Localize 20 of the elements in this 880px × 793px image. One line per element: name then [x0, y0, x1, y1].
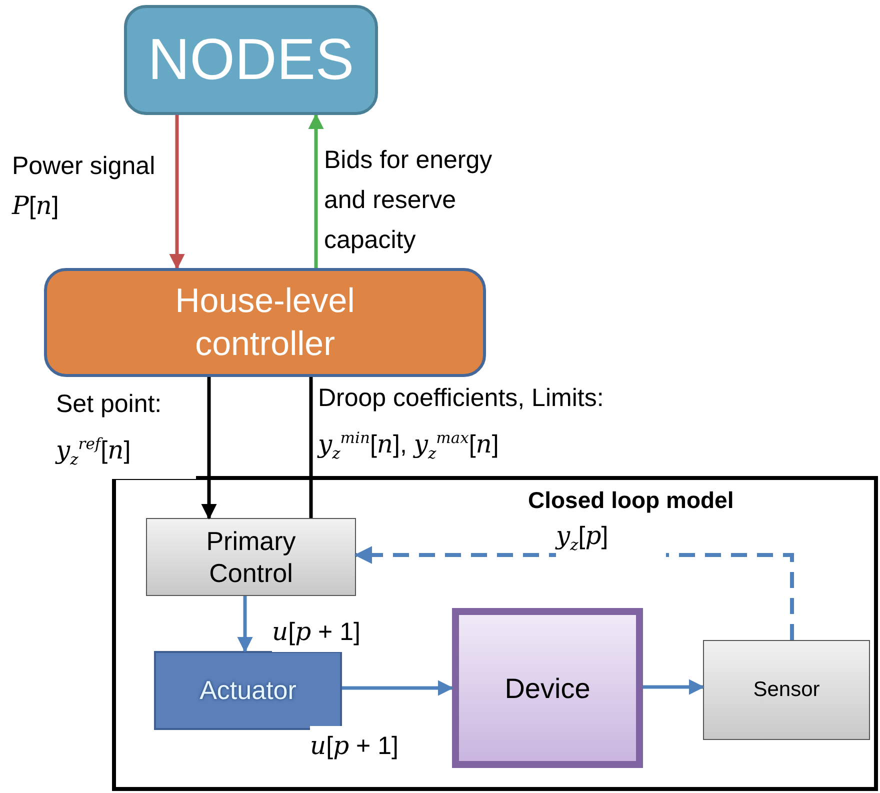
arrow	[308, 113, 324, 268]
box-label: Primary Control	[205, 524, 297, 590]
box-label: House-level controller	[174, 281, 356, 364]
arrow	[169, 115, 185, 270]
frame-title: Closed loop model	[528, 486, 734, 515]
box-label: NODES	[148, 26, 354, 94]
arrow	[643, 679, 705, 695]
controller-box	[44, 268, 486, 377]
process-box	[452, 608, 643, 768]
model-frame	[112, 476, 878, 791]
process-box	[146, 518, 356, 596]
arrow	[237, 596, 253, 653]
process-box	[703, 640, 870, 740]
arrow	[342, 680, 454, 696]
box-label: Device	[504, 672, 590, 706]
process-box	[154, 651, 342, 730]
arrow	[201, 377, 217, 520]
box-label: Actuator	[200, 674, 296, 707]
box-label: Sensor	[753, 676, 820, 703]
node-box	[124, 5, 378, 115]
